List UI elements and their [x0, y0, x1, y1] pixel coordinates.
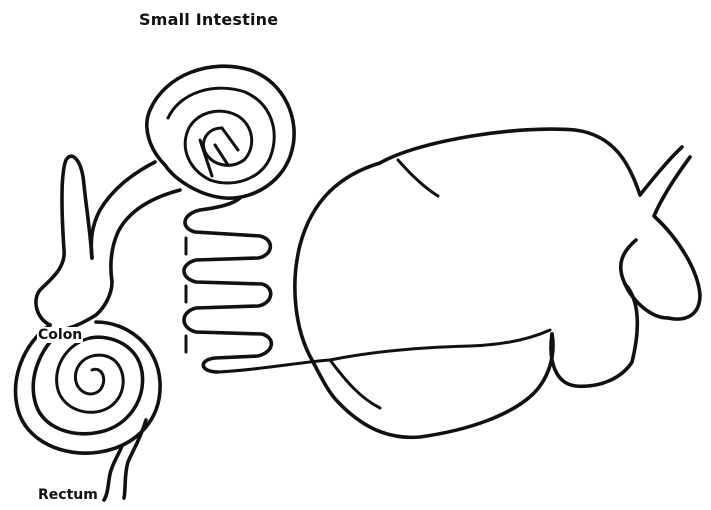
small-intestine: [147, 66, 330, 372]
colon: [16, 156, 161, 453]
colon-label: Colon: [37, 327, 83, 343]
rectum-label: Rectum: [38, 487, 98, 503]
stomach-organ: [295, 129, 700, 437]
ileum-connector: [91, 162, 180, 282]
small-intestine-label: Small Intestine: [139, 10, 278, 29]
